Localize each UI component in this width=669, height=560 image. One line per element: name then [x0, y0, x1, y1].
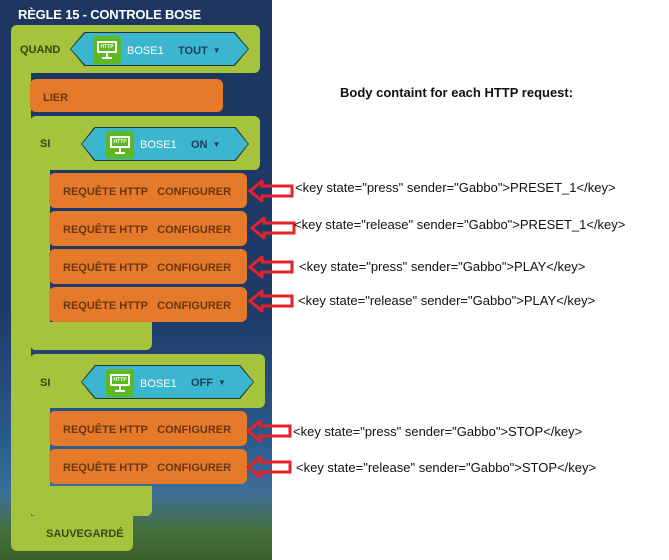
annotation-heading: Body containt for each HTTP request:: [340, 85, 574, 100]
configure-link[interactable]: CONFIGURER: [157, 224, 232, 236]
red-arrow-icon: [248, 180, 294, 202]
if-block-off-footer: [30, 486, 152, 516]
configure-link[interactable]: CONFIGURER: [157, 462, 232, 474]
http-request-label: REQUÊTE HTTP CONFIGURER: [63, 262, 232, 274]
red-arrow-icon: [246, 420, 292, 442]
http-request-block[interactable]: [49, 249, 247, 284]
configure-link[interactable]: CONFIGURER: [157, 424, 232, 436]
configure-link[interactable]: CONFIGURER: [157, 186, 232, 198]
red-arrow-icon: [246, 456, 292, 478]
when-block-spine: [11, 60, 31, 530]
rule-title: RÈGLE 15 - CONTROLE BOSE: [18, 7, 202, 22]
http-request-label: REQUÊTE HTTP CONFIGURER: [63, 462, 232, 474]
save-status-block: [11, 516, 133, 551]
request-body-text: <key state="release" sender="Gabbo">STOP…: [296, 460, 597, 475]
http-monitor-icon: HTTP: [93, 36, 121, 64]
bind-block[interactable]: [30, 79, 223, 112]
bind-label: LIER: [43, 92, 69, 104]
save-status: SAUVEGARDÉ: [46, 528, 124, 540]
request-body-text: <key state="press" sender="Gabbo">PLAY</…: [299, 259, 586, 274]
http-request-block[interactable]: [49, 173, 247, 208]
http-request-block[interactable]: [49, 211, 247, 246]
configure-link[interactable]: CONFIGURER: [157, 262, 232, 274]
when-device-state-dropdown[interactable]: TOUT▼: [178, 45, 221, 57]
chevron-down-icon: ▼: [218, 378, 226, 387]
when-label: QUAND: [20, 44, 61, 56]
red-arrow-icon: [248, 256, 294, 278]
http-request-label: REQUÊTE HTTP CONFIGURER: [63, 424, 232, 436]
if-label-off: SI: [40, 377, 51, 389]
chevron-down-icon: ▼: [212, 140, 221, 149]
http-request-label: REQUÊTE HTTP CONFIGURER: [63, 224, 232, 236]
chevron-down-icon: ▼: [212, 46, 221, 55]
if-on-device-name: BOSE1: [140, 139, 177, 151]
when-device-name: BOSE1: [127, 45, 164, 57]
if-on-state-dropdown[interactable]: ON▼: [191, 139, 221, 151]
request-body-text: <key state="release" sender="Gabbo">PRES…: [294, 217, 626, 232]
http-request-block[interactable]: [49, 449, 247, 484]
if-off-device-name: BOSE1: [140, 378, 177, 390]
rule-editor-panel: RÈGLE 15 - CONTROLE BOSE QUAND HTTP BOSE…: [0, 0, 272, 560]
red-arrow-icon: [248, 290, 294, 312]
http-request-block[interactable]: [49, 287, 247, 322]
http-request-block[interactable]: [49, 411, 247, 446]
if-block-on-footer: [30, 322, 152, 350]
red-arrow-icon: [250, 217, 296, 239]
request-body-text: <key state="press" sender="Gabbo">PRESET…: [295, 180, 616, 195]
http-request-label: REQUÊTE HTTP CONFIGURER: [63, 300, 232, 312]
request-body-text: <key state="release" sender="Gabbo">PLAY…: [298, 293, 596, 308]
if-label-on: SI: [40, 138, 51, 150]
if-off-state-dropdown[interactable]: OFF▼: [191, 377, 226, 389]
configure-link[interactable]: CONFIGURER: [157, 300, 232, 312]
http-request-label: REQUÊTE HTTP CONFIGURER: [63, 186, 232, 198]
http-monitor-icon: HTTP: [106, 369, 134, 397]
http-monitor-icon: HTTP: [106, 131, 134, 159]
if-block-on-spine: [30, 160, 50, 350]
request-body-text: <key state="press" sender="Gabbo">STOP</…: [293, 424, 583, 439]
